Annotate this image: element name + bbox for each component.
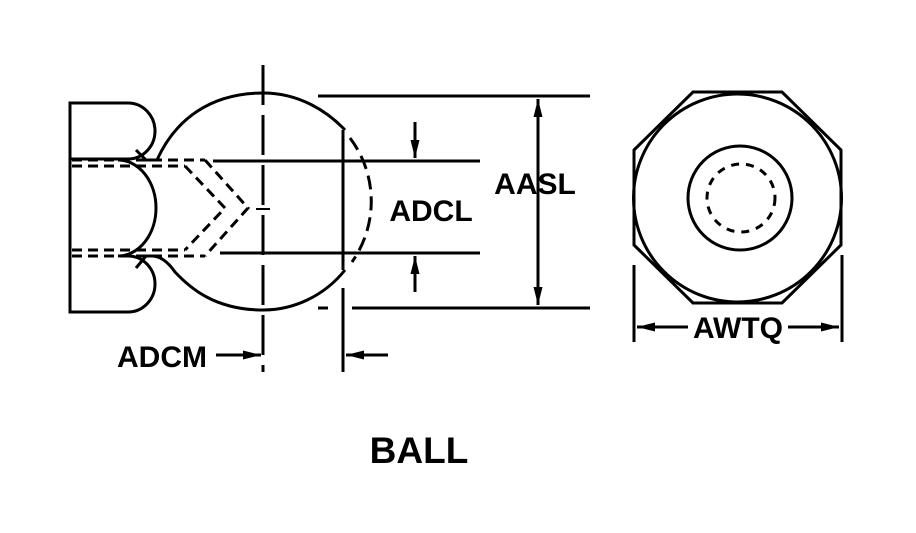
socket-body xyxy=(68,101,158,314)
end-view xyxy=(632,90,844,342)
inner-circle xyxy=(686,144,794,252)
aasl-label: AASL xyxy=(494,168,576,201)
adcm-label: ADCM xyxy=(117,341,207,374)
side-view xyxy=(68,65,590,372)
ball-circle xyxy=(632,92,843,304)
awtq-label: AWTQ xyxy=(693,312,783,345)
diagram-title: BALL xyxy=(370,430,469,471)
hidden-bore-circle xyxy=(705,162,777,234)
adcl-label: ADCL xyxy=(389,195,472,228)
hidden-sphere-arc xyxy=(348,137,373,263)
hidden-bore xyxy=(72,158,251,258)
